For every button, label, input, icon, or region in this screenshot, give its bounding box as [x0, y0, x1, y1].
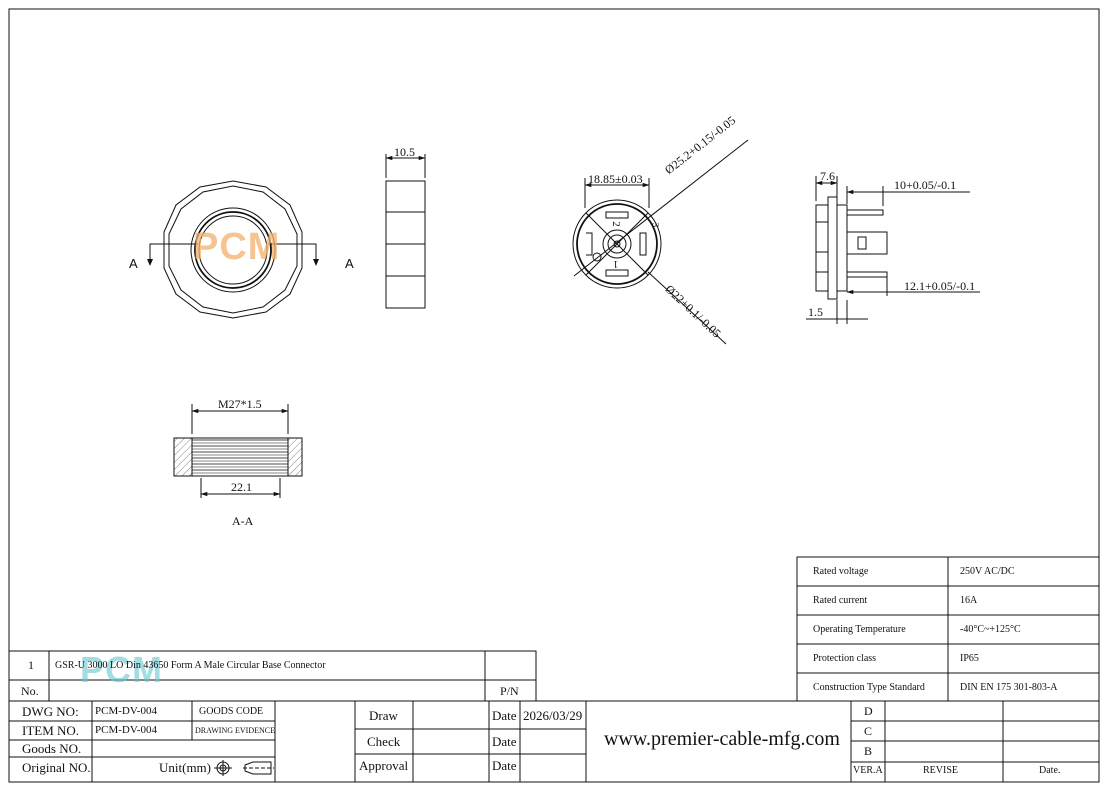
approval-date-label: Date: [492, 758, 517, 773]
dim-flange-step: 1.5: [808, 305, 823, 319]
spec-value-protection: IP65: [960, 653, 979, 664]
pin-label-1: 1: [613, 258, 619, 270]
logo-text: PCM: [193, 226, 281, 268]
goods-code-label: GOODS CODE: [199, 706, 264, 717]
parts-row-no: 1: [28, 658, 34, 672]
dim-bore: 22.1: [231, 480, 252, 494]
dim-thread: M27*1.5: [218, 397, 262, 411]
pin-label-2: 2: [609, 221, 622, 227]
parts-row-desc: GSR-U 3000 LO Din 43650 Form A Male Circ…: [55, 660, 326, 671]
dwg-no-label: DWG NO:: [22, 704, 79, 719]
section-label: A-A: [232, 514, 254, 528]
spec-label-voltage: Rated voltage: [813, 566, 869, 577]
front-view-connector: [572, 139, 749, 345]
original-no-label: Original NO.: [22, 760, 91, 775]
draw-label: Draw: [369, 708, 398, 723]
spec-label-standard: Construction Type Standard: [813, 682, 925, 693]
logo-text-2: PCM: [80, 649, 163, 690]
pcm-parts-logo: PCM: [80, 649, 163, 691]
spec-value-standard: DIN EN 175 301-803-A: [960, 682, 1058, 693]
dwg-no-value: PCM-DV-004: [95, 705, 157, 717]
dim-nut-width: 10.5: [394, 145, 415, 159]
dim-flange-thk: 7.6: [820, 169, 835, 183]
spec-label-temperature: Operating Temperature: [813, 624, 906, 635]
spec-value-temperature: -40°C~+125°C: [960, 624, 1021, 635]
spec-value-current: 16A: [960, 595, 978, 606]
item-no-label: ITEM NO.: [22, 723, 80, 738]
revision-revise-label: REVISE: [923, 765, 958, 776]
parts-head-no: No.: [21, 684, 39, 698]
side-view-nut: [385, 154, 426, 309]
spec-table-grid: [796, 556, 1100, 702]
item-no-value: PCM-DV-004: [95, 724, 157, 736]
spec-value-voltage: 250V AC/DC: [960, 566, 1015, 577]
dim-pin-len-top: 10+0.05/-0.1: [894, 178, 957, 192]
draw-date-value: 2026/03/29: [523, 708, 583, 723]
company-website[interactable]: www.premier-cable-mfg.com: [604, 728, 840, 750]
revision-ver-label: VER.A: [853, 765, 883, 776]
check-label: Check: [367, 734, 401, 749]
revision-row-d: D: [864, 704, 873, 718]
side-view-connector: [806, 176, 980, 324]
front-view-nut: [147, 180, 319, 319]
approval-label: Approval: [359, 758, 409, 773]
spec-label-protection: Protection class: [813, 653, 877, 664]
revision-row-c: C: [864, 724, 873, 738]
section-mark-right: A: [345, 256, 354, 271]
dim-pin-len-bottom: 12.1+0.05/-0.1: [904, 279, 976, 293]
drawing-evidence-label: DRAWING EVIDENCE: [195, 726, 276, 735]
dim-face-width: 18.85±0.03: [588, 172, 643, 186]
revision-date-label: Date.: [1039, 765, 1061, 776]
parts-head-pn: P/N: [500, 684, 519, 698]
pin-label-3: 3: [650, 222, 661, 228]
check-date-label: Date: [492, 734, 517, 749]
spec-label-current: Rated current: [813, 595, 868, 606]
title-block-grid: [9, 700, 1099, 782]
pcm-watermark-logo: PCM: [193, 226, 280, 269]
draw-date-label: Date: [492, 708, 517, 723]
revision-row-b: B: [864, 744, 873, 758]
section-view-a-a: [173, 404, 303, 498]
goods-no-label: Goods NO.: [22, 741, 82, 756]
unit-label: Unit(mm): [159, 760, 211, 775]
section-mark-left: A: [129, 256, 138, 271]
sheet-border: [8, 8, 1100, 783]
